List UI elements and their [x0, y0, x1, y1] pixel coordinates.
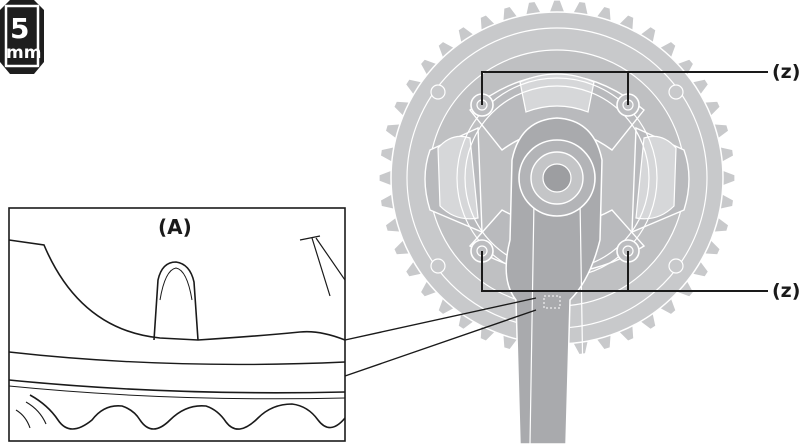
callout-z-bottom: (z)	[772, 280, 800, 302]
leader-bottom	[481, 251, 629, 292]
inset-frame	[8, 207, 346, 442]
inset-chainring-teeth	[29, 394, 345, 430]
badge-size: 5	[10, 12, 29, 45]
badge-octagon-icon	[0, 0, 44, 74]
inset-connectors	[344, 297, 537, 377]
badge-unit: mm	[6, 43, 41, 63]
inset-stamp-mark	[153, 261, 199, 341]
hex-key-badge: 5 mm	[0, 0, 44, 74]
inset-crank-edge	[9, 239, 345, 341]
leader-top	[481, 71, 629, 105]
callout-leaders	[481, 71, 768, 292]
mark-position-a	[543, 295, 561, 309]
chainring-assembly	[378, 0, 736, 444]
chainring-teeth	[378, 0, 736, 357]
detail-inset: (A)	[8, 207, 346, 442]
callout-z-top: (z)	[772, 61, 800, 83]
inset-label-a: (A)	[158, 215, 192, 239]
spider-cutouts	[437, 73, 677, 220]
inset-ring-edge	[9, 351, 345, 366]
